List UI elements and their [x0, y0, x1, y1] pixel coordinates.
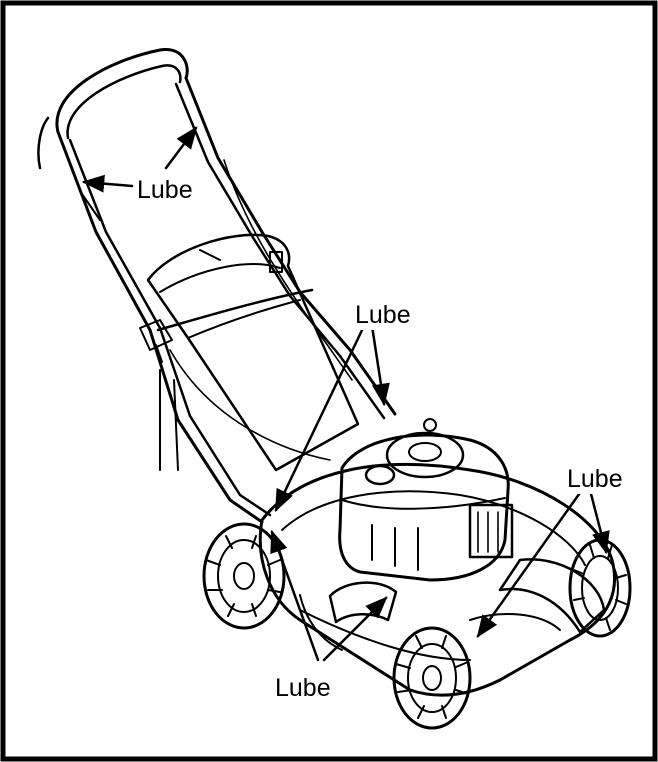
- engine: [338, 418, 514, 582]
- arrow-handle-right: [164, 126, 198, 170]
- callout-arrows: [81, 126, 610, 662]
- arrow-front-rear: [270, 529, 320, 662]
- arrow-wheel-right: [588, 488, 610, 555]
- lube-label-front-wheel: Lube: [275, 674, 331, 702]
- handle-bracket: [139, 319, 179, 471]
- arrow-pivot-left: [274, 324, 366, 513]
- front-left-wheel: [392, 626, 472, 730]
- lube-label-pivot: Lube: [355, 301, 411, 329]
- lube-label-rear-wheel: Lube: [567, 465, 623, 493]
- lube-label-handle: Lube: [137, 176, 193, 204]
- arrow-front-bracket: [322, 596, 388, 662]
- arrow-handle-left: [81, 174, 134, 193]
- grass-bag: [146, 233, 360, 472]
- mower-drawing: [37, 48, 632, 730]
- arrow-wheel-left: [476, 488, 584, 638]
- rear-left-wheel: [202, 522, 286, 630]
- callout-labels: Lube Lube Lube Lube: [134, 172, 630, 702]
- arrow-pivot-right: [370, 324, 390, 407]
